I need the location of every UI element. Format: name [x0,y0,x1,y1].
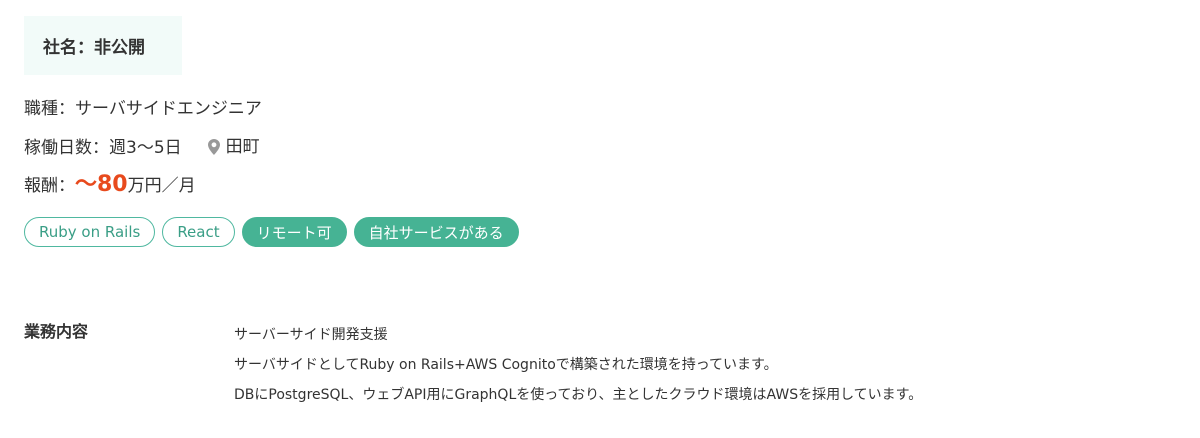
pay-suffix: 万円／月 [127,176,196,196]
pay-amount: 〜80 [75,172,128,197]
job-description-body: サーバーサイド開発支援 サーバサイドとしてRuby on Rails+AWS C… [234,320,922,410]
job-type-line: 職種：サーバサイドエンジニア [24,94,262,119]
tag-remote-ok[interactable]: リモート可 [241,217,347,247]
work-days: 稼働日数：週3〜5日 [24,137,182,158]
company-box: 社名：非公開 [24,16,182,75]
tag-list: Ruby on Rails React リモート可 自社サービスがある [24,217,519,247]
location: 田町 [207,132,260,157]
location-name: 田町 [225,137,260,157]
job-description-label: 業務内容 [24,322,89,341]
job-type: 職種：サーバサイドエンジニア [24,99,262,119]
pay-prefix: 報酬： [24,176,75,196]
description-line: DBにPostgreSQL、ウェブAPI用にGraphQLを使っており、主とした… [234,387,923,403]
work-days-line: 稼働日数：週3〜5日 田町 [24,132,260,158]
description-line: サーバーサイド開発支援 [234,327,388,343]
tag-own-service[interactable]: 自社サービスがある [353,217,519,247]
tag-react[interactable]: React [162,217,235,247]
map-pin-icon [207,138,220,155]
description-line: サーバサイドとしてRuby on Rails+AWS Cognitoで構築された… [234,357,778,373]
tag-ruby-on-rails[interactable]: Ruby on Rails [24,217,156,247]
company-name: 社名：非公開 [43,38,145,58]
pay-line: 報酬： 〜80 万円／月 [24,166,196,198]
